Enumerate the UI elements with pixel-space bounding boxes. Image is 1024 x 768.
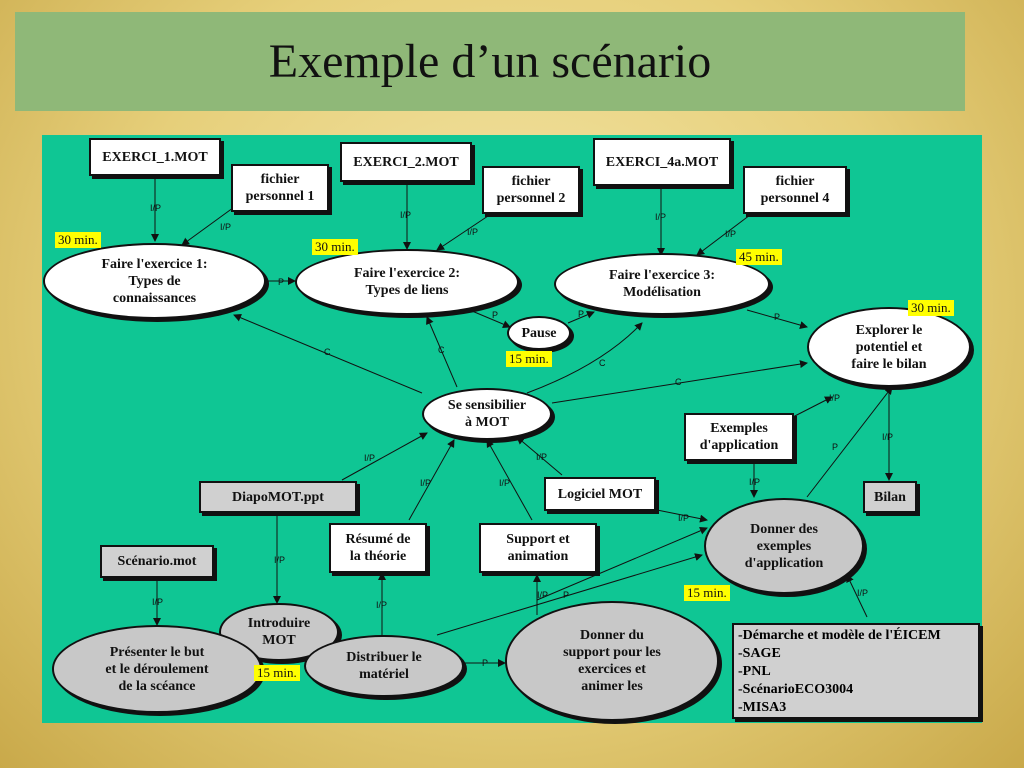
link-ex3-explorer [746, 309, 808, 329]
link-label-ip: I/P [364, 453, 376, 463]
diagram-panel: I/P I/P I/P I/P I/P I/P P P P P C C C C … [42, 135, 982, 723]
resource-list: -Démarche et modèle de l'ÉICEM -SAGE -PN… [732, 623, 980, 719]
link-label-c: C [438, 345, 445, 355]
link-label-ip: I/P [400, 210, 412, 220]
node-pause[interactable]: Pause [507, 316, 571, 350]
link-label-ip: I/P [829, 393, 841, 403]
link-label-p: P [492, 310, 499, 320]
link-label-ip: I/P [537, 590, 549, 600]
link-label-p: P [774, 312, 781, 322]
link-pause-ex3 [567, 311, 595, 324]
link-label-ip: I/P [420, 478, 432, 488]
node-donner-support[interactable]: Donner du support pour les exercices et … [505, 601, 719, 721]
time-badge: 15 min. [684, 585, 730, 601]
node-exerci4a[interactable]: EXERCI_4a.MOT [593, 138, 731, 186]
connector-layer [151, 177, 893, 667]
node-sensibiliser[interactable]: Se sensibilier à MOT [422, 388, 552, 440]
link-exemples-explorer [786, 396, 833, 421]
node-distribuer-materiel[interactable]: Distribuer le matériel [304, 635, 464, 697]
node-exerci2[interactable]: EXERCI_2.MOT [340, 142, 472, 182]
time-badge: 30 min. [312, 239, 358, 255]
node-presenter-but[interactable]: Présenter le but et le déroulement de la… [52, 625, 262, 713]
node-logiciel-mot[interactable]: Logiciel MOT [544, 477, 656, 511]
time-badge: 15 min. [254, 665, 300, 681]
link-label-p: P [563, 590, 570, 600]
node-fichier4[interactable]: fichier personnel 4 [743, 166, 847, 214]
page-title: Exemple d’un scénario [268, 35, 712, 88]
link-label-ip: I/P [152, 597, 164, 607]
link-label-c: C [324, 347, 331, 357]
link-logiciel-donner [656, 509, 708, 523]
link-donner-explorer [806, 386, 893, 498]
node-fichier2[interactable]: fichier personnel 2 [482, 166, 580, 214]
link-label-ip: I/P [655, 212, 667, 222]
link-label-p: P [482, 658, 489, 668]
time-badge: 30 min. [55, 232, 101, 248]
link-label-ip: I/P [499, 478, 511, 488]
node-scenario-mot[interactable]: Scénario.mot [100, 545, 214, 578]
resource-list-item: -Démarche et modèle de l'ÉICEM [738, 628, 941, 643]
link-logiciel-sensib [516, 436, 563, 476]
link-distribuer-donner [436, 553, 703, 636]
node-ex3[interactable]: Faire l'exercice 3: Modélisation [554, 253, 770, 315]
link-label-p: P [278, 277, 285, 287]
link-fichier1-ex1 [181, 204, 238, 246]
link-label-ip: I/P [467, 227, 479, 237]
link-label-p: P [832, 442, 839, 452]
link-label-ip: I/P [857, 588, 869, 598]
node-bilan[interactable]: Bilan [863, 481, 917, 513]
link-label-ip: I/P [536, 452, 548, 462]
time-badge: 15 min. [506, 351, 552, 367]
link-sensib-explorer [551, 360, 808, 404]
time-badge: 45 min. [736, 249, 782, 265]
title-bar: Exemple d’un scénario [15, 12, 965, 111]
node-diapomot[interactable]: DiapoMOT.ppt [199, 481, 357, 513]
node-explorer[interactable]: Explorer le potentiel et faire le bilan [807, 307, 971, 387]
node-ex1[interactable]: Faire l'exercice 1: Types de connaissanc… [43, 243, 266, 319]
link-label-p: P [578, 309, 585, 319]
link-sensib-ex2 [426, 316, 458, 388]
link-sensib-ex1 [233, 313, 423, 394]
link-label-ip: I/P [220, 222, 232, 232]
link-resume-sensib [408, 439, 455, 521]
resource-list-item: -SAGE [738, 646, 781, 661]
link-label-c: C [675, 377, 682, 387]
link-ex2-pause [471, 310, 511, 328]
node-resume-theorie[interactable]: Résumé de la théorie [329, 523, 427, 573]
link-support-sensib [486, 439, 533, 521]
node-fichier1[interactable]: fichier personnel 1 [231, 164, 329, 212]
link-label-c: C [599, 358, 606, 368]
link-list-donner [846, 574, 868, 618]
link-label-ip: I/P [678, 513, 690, 523]
node-exemples-application[interactable]: Exemples d'application [684, 413, 794, 461]
link-label-ip: I/P [150, 203, 162, 213]
link-sensib-ex3 [526, 322, 643, 394]
node-support-animation[interactable]: Support et animation [479, 523, 597, 573]
link-label-ip: I/P [882, 432, 894, 442]
link-fichier2-ex2 [436, 209, 498, 251]
link-fichier4-ex3 [696, 214, 751, 256]
node-donner-exemples[interactable]: Donner des exemples d'application [704, 498, 864, 594]
node-exerci1[interactable]: EXERCI_1.MOT [89, 138, 221, 176]
time-badge: 30 min. [908, 300, 954, 316]
link-support-donner [536, 527, 708, 601]
link-label-ip: I/P [749, 477, 761, 487]
node-ex2[interactable]: Faire l'exercice 2: Types de liens [295, 249, 519, 315]
link-label-ip: I/P [274, 555, 286, 565]
link-label-ip: I/P [725, 229, 737, 239]
resource-list-item: -ScénarioECO3004 [738, 682, 854, 697]
link-label-ip: I/P [376, 600, 388, 610]
resource-list-item: -PNL [738, 664, 771, 679]
link-diapo-sensib [341, 432, 428, 481]
resource-list-item: -MISA3 [738, 700, 787, 715]
